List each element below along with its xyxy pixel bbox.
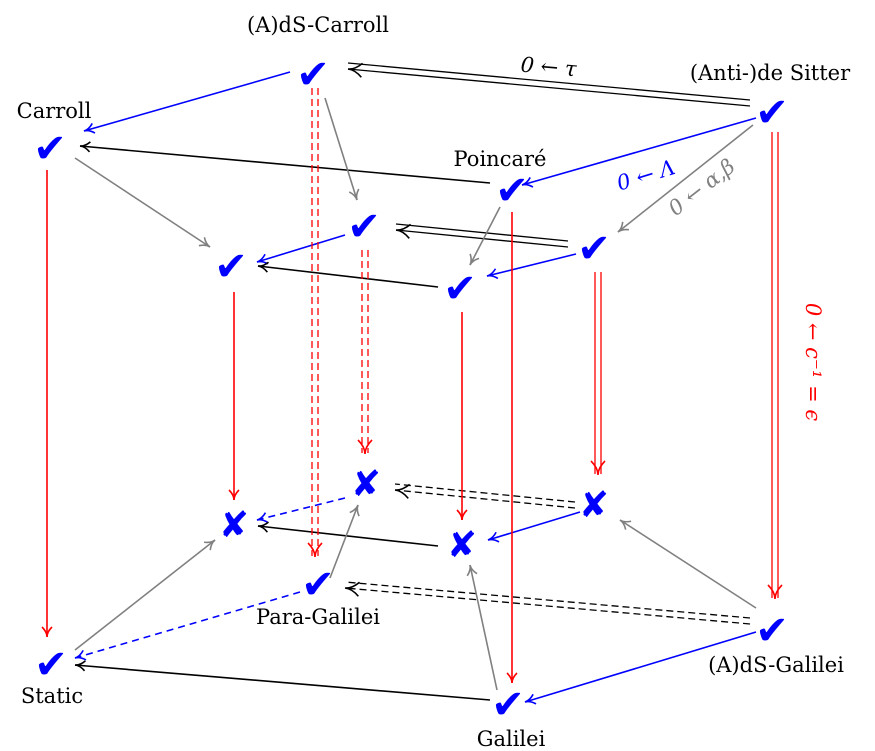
- cross-icon-middle-bottom-left: ✘: [219, 505, 249, 546]
- cross-marks: ✘ ✘ ✘ ✘: [219, 464, 609, 566]
- arrow-desitter-middle: [617, 124, 754, 233]
- arrow-desitter-poincare: [521, 117, 757, 188]
- arrow-adscarroll-carroll: [83, 71, 291, 134]
- check-icon-static: ✔: [34, 642, 68, 688]
- check-icon-de-sitter: ✔: [755, 90, 789, 136]
- check-icon-middle-top-right: ✔: [577, 226, 611, 272]
- arrow-adsgalilei-galilei: [524, 631, 757, 705]
- label-lambda-limit: 0 ← Λ: [614, 155, 678, 195]
- cross-icon-middle-bottom-front: ✘: [447, 525, 477, 566]
- black-double-arrows: [344, 62, 751, 625]
- label-para-galilei: Para-Galilei: [256, 605, 380, 629]
- check-marks: ✔ ✔ ✔ ✔ ✔ ✔ ✔ ✔ ✔ ✔ ✔ ✔: [33, 52, 789, 728]
- check-icon-galilei: ✔: [491, 682, 525, 728]
- check-icon-ads-carroll: ✔: [296, 52, 330, 98]
- label-tau-limit: 0 ← τ: [520, 53, 578, 82]
- label-anti-de-sitter: (Anti-)de Sitter: [690, 61, 851, 85]
- red-arrows: [41, 170, 518, 684]
- blue-arrows: [74, 71, 757, 705]
- arrow-poincare-carroll: [79, 141, 491, 184]
- label-galilei: Galilei: [477, 727, 546, 751]
- label-poincare: Poincaré: [454, 147, 547, 171]
- double-line-a: [347, 62, 751, 101]
- gray-arrows: [74, 97, 757, 691]
- check-icon-ads-galilei: ✔: [755, 608, 789, 654]
- label-c-limit: 0 ← c⁻¹ = ϵ: [801, 303, 825, 422]
- cross-icon-middle-bottom-right: ✘: [579, 485, 609, 526]
- label-ads-galilei: (A)dS-Galilei: [708, 653, 844, 677]
- black-arrows: [74, 141, 491, 701]
- label-carroll: Carroll: [17, 99, 92, 123]
- check-icon-middle-top-front: ✔: [443, 266, 477, 312]
- double-line-b: [347, 62, 751, 107]
- check-icon-carroll: ✔: [33, 126, 67, 172]
- check-icon-middle-top-back: ✔: [347, 204, 381, 250]
- check-icon-poincare: ✔: [495, 168, 529, 214]
- arrow-middle-top-back: [256, 234, 346, 265]
- red-double-arrows: [307, 88, 783, 600]
- label-ads-carroll: (A)dS-Carroll: [247, 13, 389, 37]
- label-static: Static: [21, 684, 83, 708]
- arrow-middle-bottom-front-back: [257, 521, 439, 547]
- arrow-paragalilei-static-dashed: [74, 591, 301, 661]
- arrow-galilei-static: [74, 660, 491, 701]
- check-icon-para-galilei: ✔: [301, 562, 335, 608]
- check-icon-middle-top-left: ✔: [214, 244, 248, 290]
- arrow-middle-top-front-back: [257, 261, 439, 288]
- node-labels: (A)dS-Carroll (Anti-)de Sitter Carroll P…: [17, 13, 851, 751]
- arrow-middle-bottom-back-dashed: [256, 497, 346, 524]
- arrow-middle-bottom-front: [487, 511, 581, 543]
- arrow-middle-top-front: [486, 253, 577, 280]
- cross-icon-middle-bottom-back: ✘: [351, 464, 381, 505]
